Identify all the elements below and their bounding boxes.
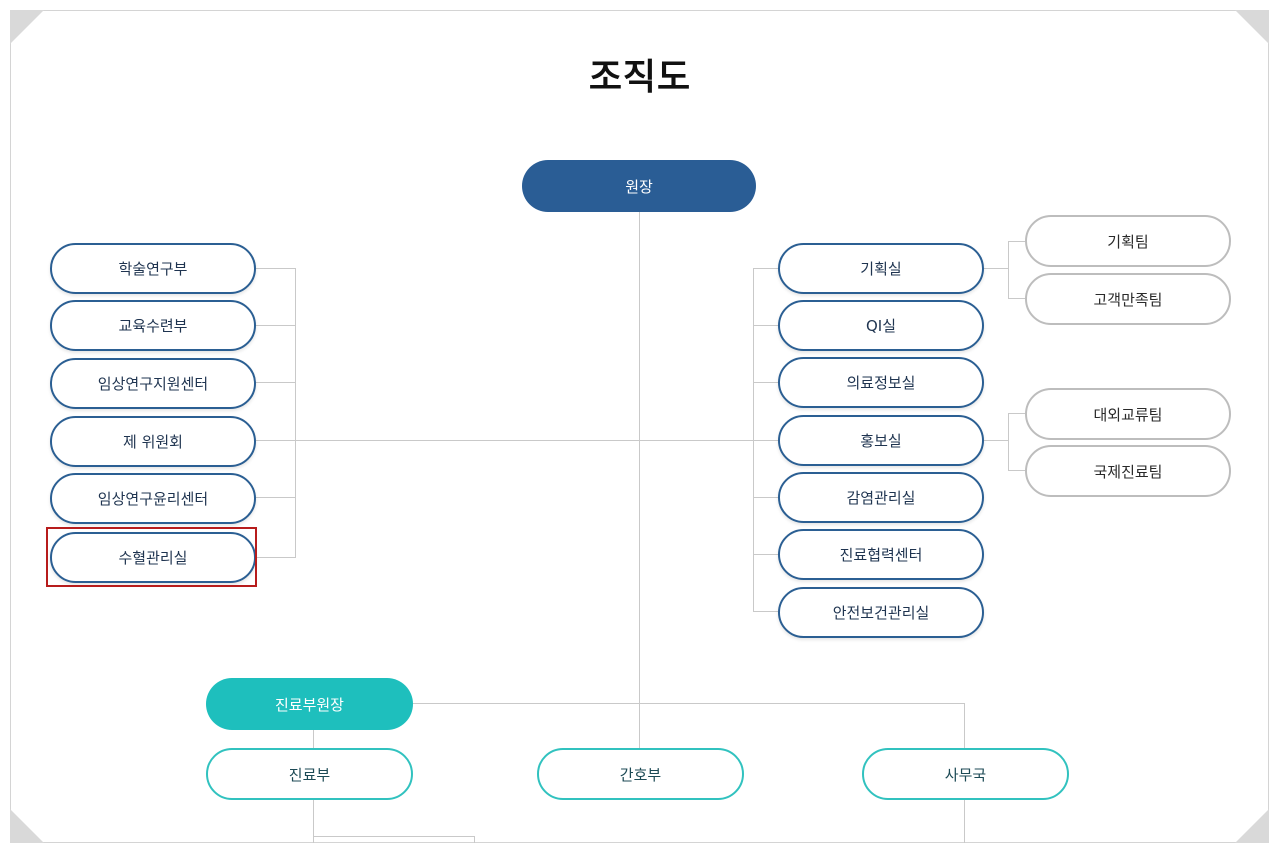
connector-line	[1008, 413, 1009, 471]
node-transfusion-management[interactable]: 수혈관리실	[50, 532, 256, 583]
node-qi-office[interactable]: QI실	[778, 300, 984, 351]
node-director[interactable]: 원장	[522, 160, 756, 212]
node-pr-office[interactable]: 홍보실	[778, 415, 984, 466]
corner-decoration	[10, 10, 44, 44]
connector-line	[984, 268, 1008, 269]
corner-decoration	[1235, 10, 1269, 44]
connector-line	[1008, 470, 1025, 471]
node-vice-director[interactable]: 진료부원장	[206, 678, 413, 730]
node-external-affairs-team[interactable]: 대외교류팀	[1025, 388, 1231, 440]
connector-line	[753, 268, 778, 269]
connector-line	[984, 440, 1008, 441]
node-committees[interactable]: 제 위원회	[50, 416, 256, 467]
connector-line	[313, 800, 314, 843]
connector-line	[639, 212, 640, 748]
node-nursing-department[interactable]: 간호부	[537, 748, 744, 800]
node-customer-satisfaction-team[interactable]: 고객만족팀	[1025, 273, 1231, 325]
node-international-care-team[interactable]: 국제진료팀	[1025, 445, 1231, 497]
connector-line	[295, 268, 296, 558]
connector-line	[256, 382, 296, 383]
connector-line	[256, 325, 296, 326]
node-planning-team[interactable]: 기획팀	[1025, 215, 1231, 267]
connector-line	[753, 268, 754, 612]
connector-line	[474, 836, 475, 843]
node-infection-control[interactable]: 감염관리실	[778, 472, 984, 523]
corner-decoration	[10, 809, 44, 843]
connector-line	[412, 703, 965, 704]
connector-line	[1008, 298, 1025, 299]
connector-line	[256, 440, 778, 441]
connector-line	[256, 497, 296, 498]
node-administration-office[interactable]: 사무국	[862, 748, 1069, 800]
node-medical-information-office[interactable]: 의료정보실	[778, 357, 984, 408]
node-planning-office[interactable]: 기획실	[778, 243, 984, 294]
connector-line	[753, 497, 778, 498]
node-education-training[interactable]: 교육수련부	[50, 300, 256, 351]
node-safety-health-management[interactable]: 안전보건관리실	[778, 587, 984, 638]
node-clinical-research-ethics[interactable]: 임상연구윤리센터	[50, 473, 256, 524]
node-academic-research[interactable]: 학술연구부	[50, 243, 256, 294]
node-medical-department[interactable]: 진료부	[206, 748, 413, 800]
connector-line	[256, 557, 296, 558]
connector-line	[753, 325, 778, 326]
corner-decoration	[1235, 809, 1269, 843]
connector-line	[753, 611, 778, 612]
node-care-cooperation-center[interactable]: 진료협력센터	[778, 529, 984, 580]
connector-line	[753, 382, 778, 383]
connector-line	[1008, 241, 1009, 299]
connector-line	[964, 703, 965, 748]
connector-line	[753, 554, 778, 555]
connector-line	[1008, 413, 1025, 414]
connector-line	[256, 268, 296, 269]
connector-line	[313, 836, 475, 837]
connector-line	[1008, 241, 1025, 242]
connector-line	[964, 800, 965, 843]
connector-line	[313, 730, 314, 748]
node-clinical-research-support[interactable]: 임상연구지원센터	[50, 358, 256, 409]
page-title: 조직도	[588, 57, 692, 98]
